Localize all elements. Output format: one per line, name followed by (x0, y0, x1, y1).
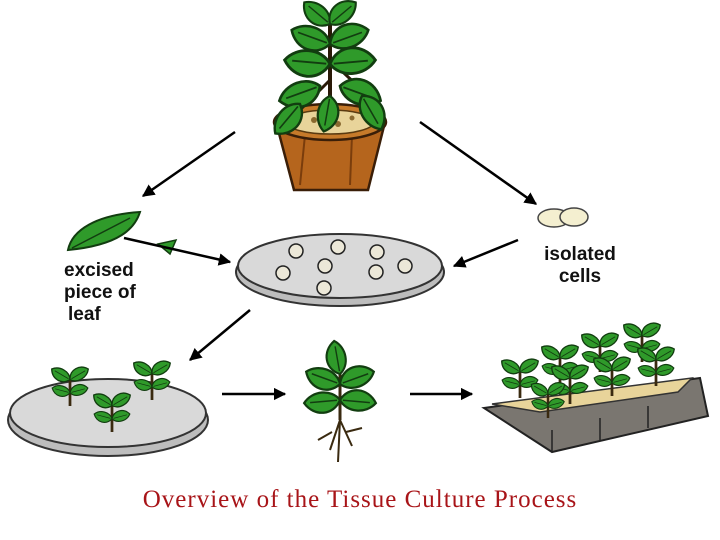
arrow-dish-to-shoots (189, 309, 251, 361)
isolated-cells-label: isolated cells (522, 244, 638, 288)
rooted-plantlet (301, 338, 379, 463)
petri-dish-shoots (7, 357, 209, 457)
arrow-plant-to-cells (419, 120, 538, 206)
plant-tray (481, 319, 710, 454)
excised-leaf-label: excised piece of leaf (64, 260, 136, 326)
petri-dish-callus (235, 233, 445, 307)
excised-label-line3: leaf (68, 304, 101, 325)
excised-label-line1: excised (64, 260, 134, 281)
arrow-leaf-to-dish (123, 236, 232, 266)
cells-label-line1: isolated (544, 244, 616, 265)
potted-plant (266, 0, 393, 192)
arrow-plant-to-leaf (141, 130, 236, 198)
isolated-cells (537, 207, 589, 228)
cells-label-line2: cells (558, 266, 602, 287)
diagram-caption: Overview of the Tissue Culture Process (142, 486, 578, 513)
arrow-cells-to-dish (452, 238, 519, 268)
process-arrows (123, 120, 538, 401)
excised-label-line2: piece of (64, 282, 136, 303)
excised-leaf-piece (66, 210, 178, 256)
